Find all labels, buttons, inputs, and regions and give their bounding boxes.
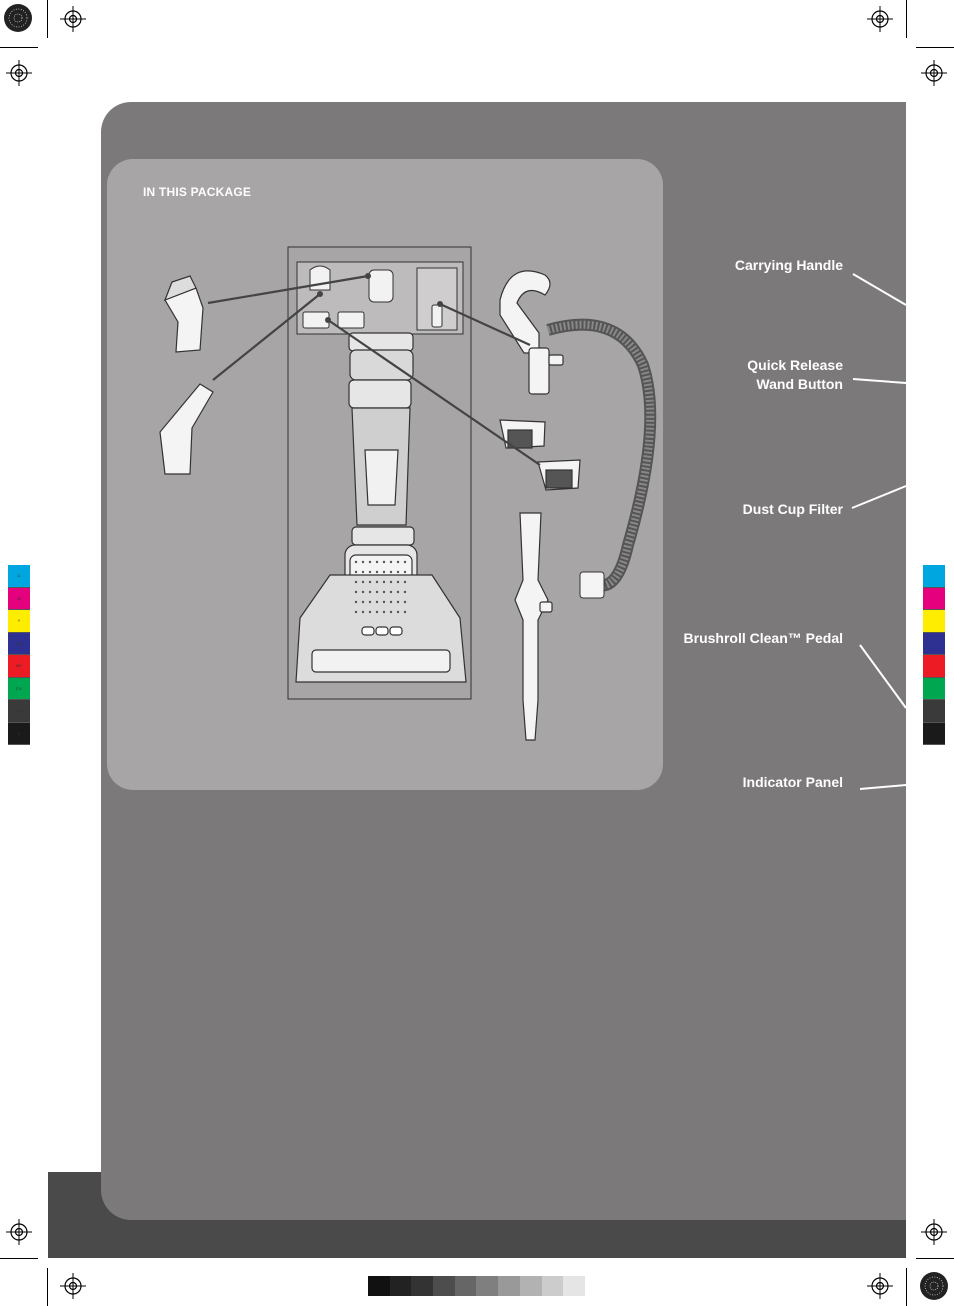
gray-swatch [519,1276,542,1296]
swatch-green: CY [8,677,30,700]
grayscale-bar [368,1276,585,1296]
hose-end [579,571,605,599]
carry-handle-part [499,270,564,395]
crop-mark [916,47,954,48]
leader-carrying-handle [852,273,907,306]
dusting-brush-tool [163,275,204,353]
left-color-bar: C M Y CM MY CY CMY K [8,565,30,745]
crop-mark [47,0,48,38]
crop-mark [906,1268,907,1306]
swatch-black: K [8,722,30,745]
swatch-red [923,655,945,678]
leader-quick-release [852,378,907,384]
vacuum-body [295,332,467,683]
crevice-tool [159,383,214,475]
package-title: IN THIS PACKAGE [143,185,252,199]
label-brushroll-clean-pedal: Brushroll Clean™ Pedal [683,630,843,646]
swatch-black [923,722,945,745]
swatch-red: MY [8,655,30,678]
package-leader-lines [207,274,541,466]
gray-swatch [476,1276,499,1296]
swatch-magenta [923,587,945,610]
star-target-icon [920,1272,948,1300]
swatch-blue [923,632,945,655]
gray-swatch [433,1276,455,1296]
right-color-bar [923,565,945,745]
crop-mark [0,47,38,48]
gray-swatch [368,1276,390,1296]
filter-grid [354,560,407,614]
swatch-green [923,677,945,700]
crop-mark [906,0,907,38]
swatch-magenta: M [8,587,30,610]
crop-mark [916,1258,954,1259]
swatch-yellow [923,610,945,633]
filter-parts [499,419,581,491]
gray-swatch [411,1276,434,1296]
crop-mark [0,1258,38,1259]
label-carrying-handle: Carrying Handle [734,257,843,273]
extension-wand [514,512,553,741]
swatch-yellow: Y [8,610,30,633]
label-quick-release-wand-button: Quick Release Wand Button [747,357,843,392]
swatch-dark: CMY [8,700,30,723]
gray-swatch [454,1276,477,1296]
leader-dust-cup-filter [851,485,907,509]
vacuum-frame [287,246,472,700]
label-dust-cup-filter: Dust Cup Filter [742,501,843,517]
tray-accessories [302,265,443,329]
leader-brushroll-pedal [859,644,907,709]
swatch-dark [923,700,945,723]
swatch-cyan: C [8,565,30,588]
gray-swatch [498,1276,520,1296]
gray-swatch [389,1276,412,1296]
crop-mark [47,1268,48,1306]
gray-swatch [541,1276,564,1296]
swatch-cyan [923,565,945,588]
star-target-icon [4,4,32,32]
gray-swatch [563,1276,585,1296]
label-indicator-panel: Indicator Panel [742,774,843,790]
swatch-blue: CM [8,632,30,655]
leader-indicator-panel [859,784,907,790]
